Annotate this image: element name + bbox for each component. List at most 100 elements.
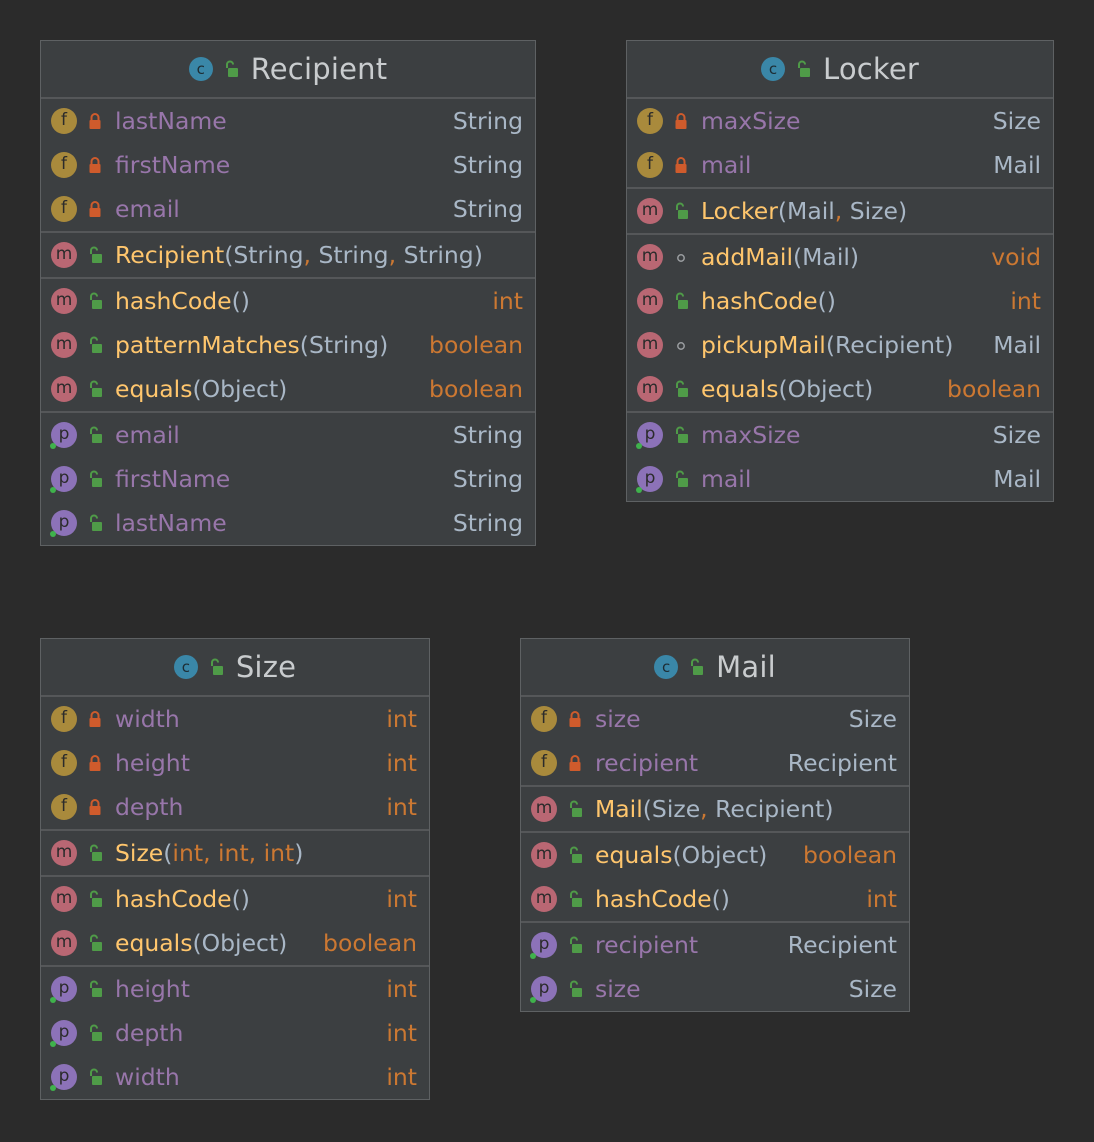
- public-visibility-icon: [87, 292, 103, 310]
- parameter-list: (Object): [778, 375, 874, 403]
- member-type: int: [386, 1019, 417, 1047]
- parameter-type: Object: [787, 375, 865, 403]
- member-type: int: [386, 975, 417, 1003]
- member-type: void: [991, 243, 1041, 271]
- parameter-type: Mail: [802, 243, 850, 271]
- parameter-list: (Recipient): [825, 331, 954, 359]
- class-name: Size: [235, 650, 297, 684]
- member-name: equals: [701, 375, 779, 403]
- property-icon: p: [50, 1064, 77, 1091]
- member-name: maxSize: [701, 107, 801, 135]
- member-name: hashCode: [115, 885, 232, 913]
- field-icon: f: [51, 706, 77, 732]
- field-icon: f: [51, 794, 77, 820]
- parameter-type: Object: [201, 929, 279, 957]
- member-name: size: [595, 975, 641, 1003]
- member-type: boolean: [429, 331, 523, 359]
- parameter-type: Size: [849, 197, 898, 225]
- public-visibility-icon: [567, 846, 583, 864]
- parameter-list: (Mail, Size): [777, 197, 908, 225]
- public-visibility-icon: [567, 980, 583, 998]
- member-type: Recipient: [787, 749, 897, 777]
- member-name: lastName: [115, 509, 227, 537]
- member-type: boolean: [323, 929, 417, 957]
- parameter-list: (Mail): [792, 243, 860, 271]
- public-visibility-icon: [673, 202, 689, 220]
- member-name: Size: [115, 839, 164, 867]
- member-name: lastName: [115, 107, 227, 135]
- public-visibility-icon: [87, 380, 103, 398]
- member-name: pickupMail: [701, 331, 826, 359]
- class-kind-icon: c: [654, 655, 679, 679]
- class-kind-icon: c: [173, 655, 198, 679]
- method-icon: m: [51, 242, 77, 268]
- member-name: recipient: [595, 749, 699, 777]
- parameter-list: (): [711, 885, 730, 913]
- member-type: int: [492, 287, 523, 315]
- property-icon: p: [50, 422, 77, 449]
- property-icon: p: [530, 976, 557, 1003]
- member-type: Mail: [993, 331, 1041, 359]
- member-name: email: [115, 195, 180, 223]
- member-type: String: [452, 107, 523, 135]
- field-row[interactable]: f recipient Recipient: [521, 741, 909, 785]
- parameter-type: String: [318, 241, 389, 269]
- parameter-list: (): [231, 885, 250, 913]
- parameter-list: (): [817, 287, 836, 315]
- parameter-type: Object: [201, 375, 279, 403]
- member-type: Size: [848, 975, 897, 1003]
- member-type: Size: [992, 107, 1041, 135]
- property-row[interactable]: p size Size: [521, 967, 909, 1011]
- member-name: equals: [115, 375, 193, 403]
- member-name: Locker: [701, 197, 778, 225]
- parameter-type: int: [263, 839, 295, 867]
- class-name: Locker: [822, 52, 920, 86]
- class-kind-icon: c: [188, 57, 213, 81]
- member-type: Mail: [993, 465, 1041, 493]
- member-name: mail: [701, 151, 752, 179]
- field-icon: f: [531, 750, 557, 776]
- public-visibility-icon: [673, 292, 689, 310]
